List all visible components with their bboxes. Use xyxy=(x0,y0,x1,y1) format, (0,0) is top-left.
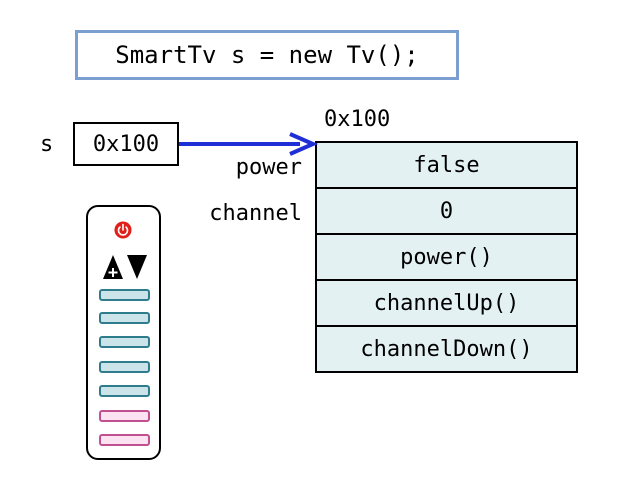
code-statement-box: SmartTv s = new Tv(); xyxy=(75,30,459,80)
reference-variable-name: s xyxy=(40,132,54,157)
tv-object-box: false 0 power() channelUp() channelDown(… xyxy=(315,141,578,373)
method-power: power() xyxy=(317,235,576,281)
channel-up-icon xyxy=(103,255,123,279)
remote-button-7 xyxy=(99,434,150,446)
method-channel-down: channelDown() xyxy=(317,327,576,373)
remote-button-6 xyxy=(99,410,150,422)
field-value-power: false xyxy=(317,143,576,189)
code-statement: SmartTv s = new Tv(); xyxy=(115,41,419,69)
reference-value: 0x100 xyxy=(92,131,160,157)
field-label-power: power xyxy=(235,155,302,180)
remote-button-4 xyxy=(99,361,150,373)
power-icon xyxy=(114,221,132,239)
field-label-channel: channel xyxy=(209,201,302,226)
method-channel-up: channelUp() xyxy=(317,281,576,327)
remote-button-2 xyxy=(99,312,150,324)
remote-button-1 xyxy=(99,289,150,301)
remote-control xyxy=(86,205,161,460)
object-address-label: 0x100 xyxy=(324,107,391,132)
field-value-channel: 0 xyxy=(317,189,576,235)
remote-button-3 xyxy=(99,336,150,348)
channel-buttons xyxy=(103,255,147,279)
reference-variable-box: 0x100 xyxy=(73,122,179,166)
remote-button-5 xyxy=(99,385,150,397)
channel-down-icon xyxy=(127,255,147,279)
